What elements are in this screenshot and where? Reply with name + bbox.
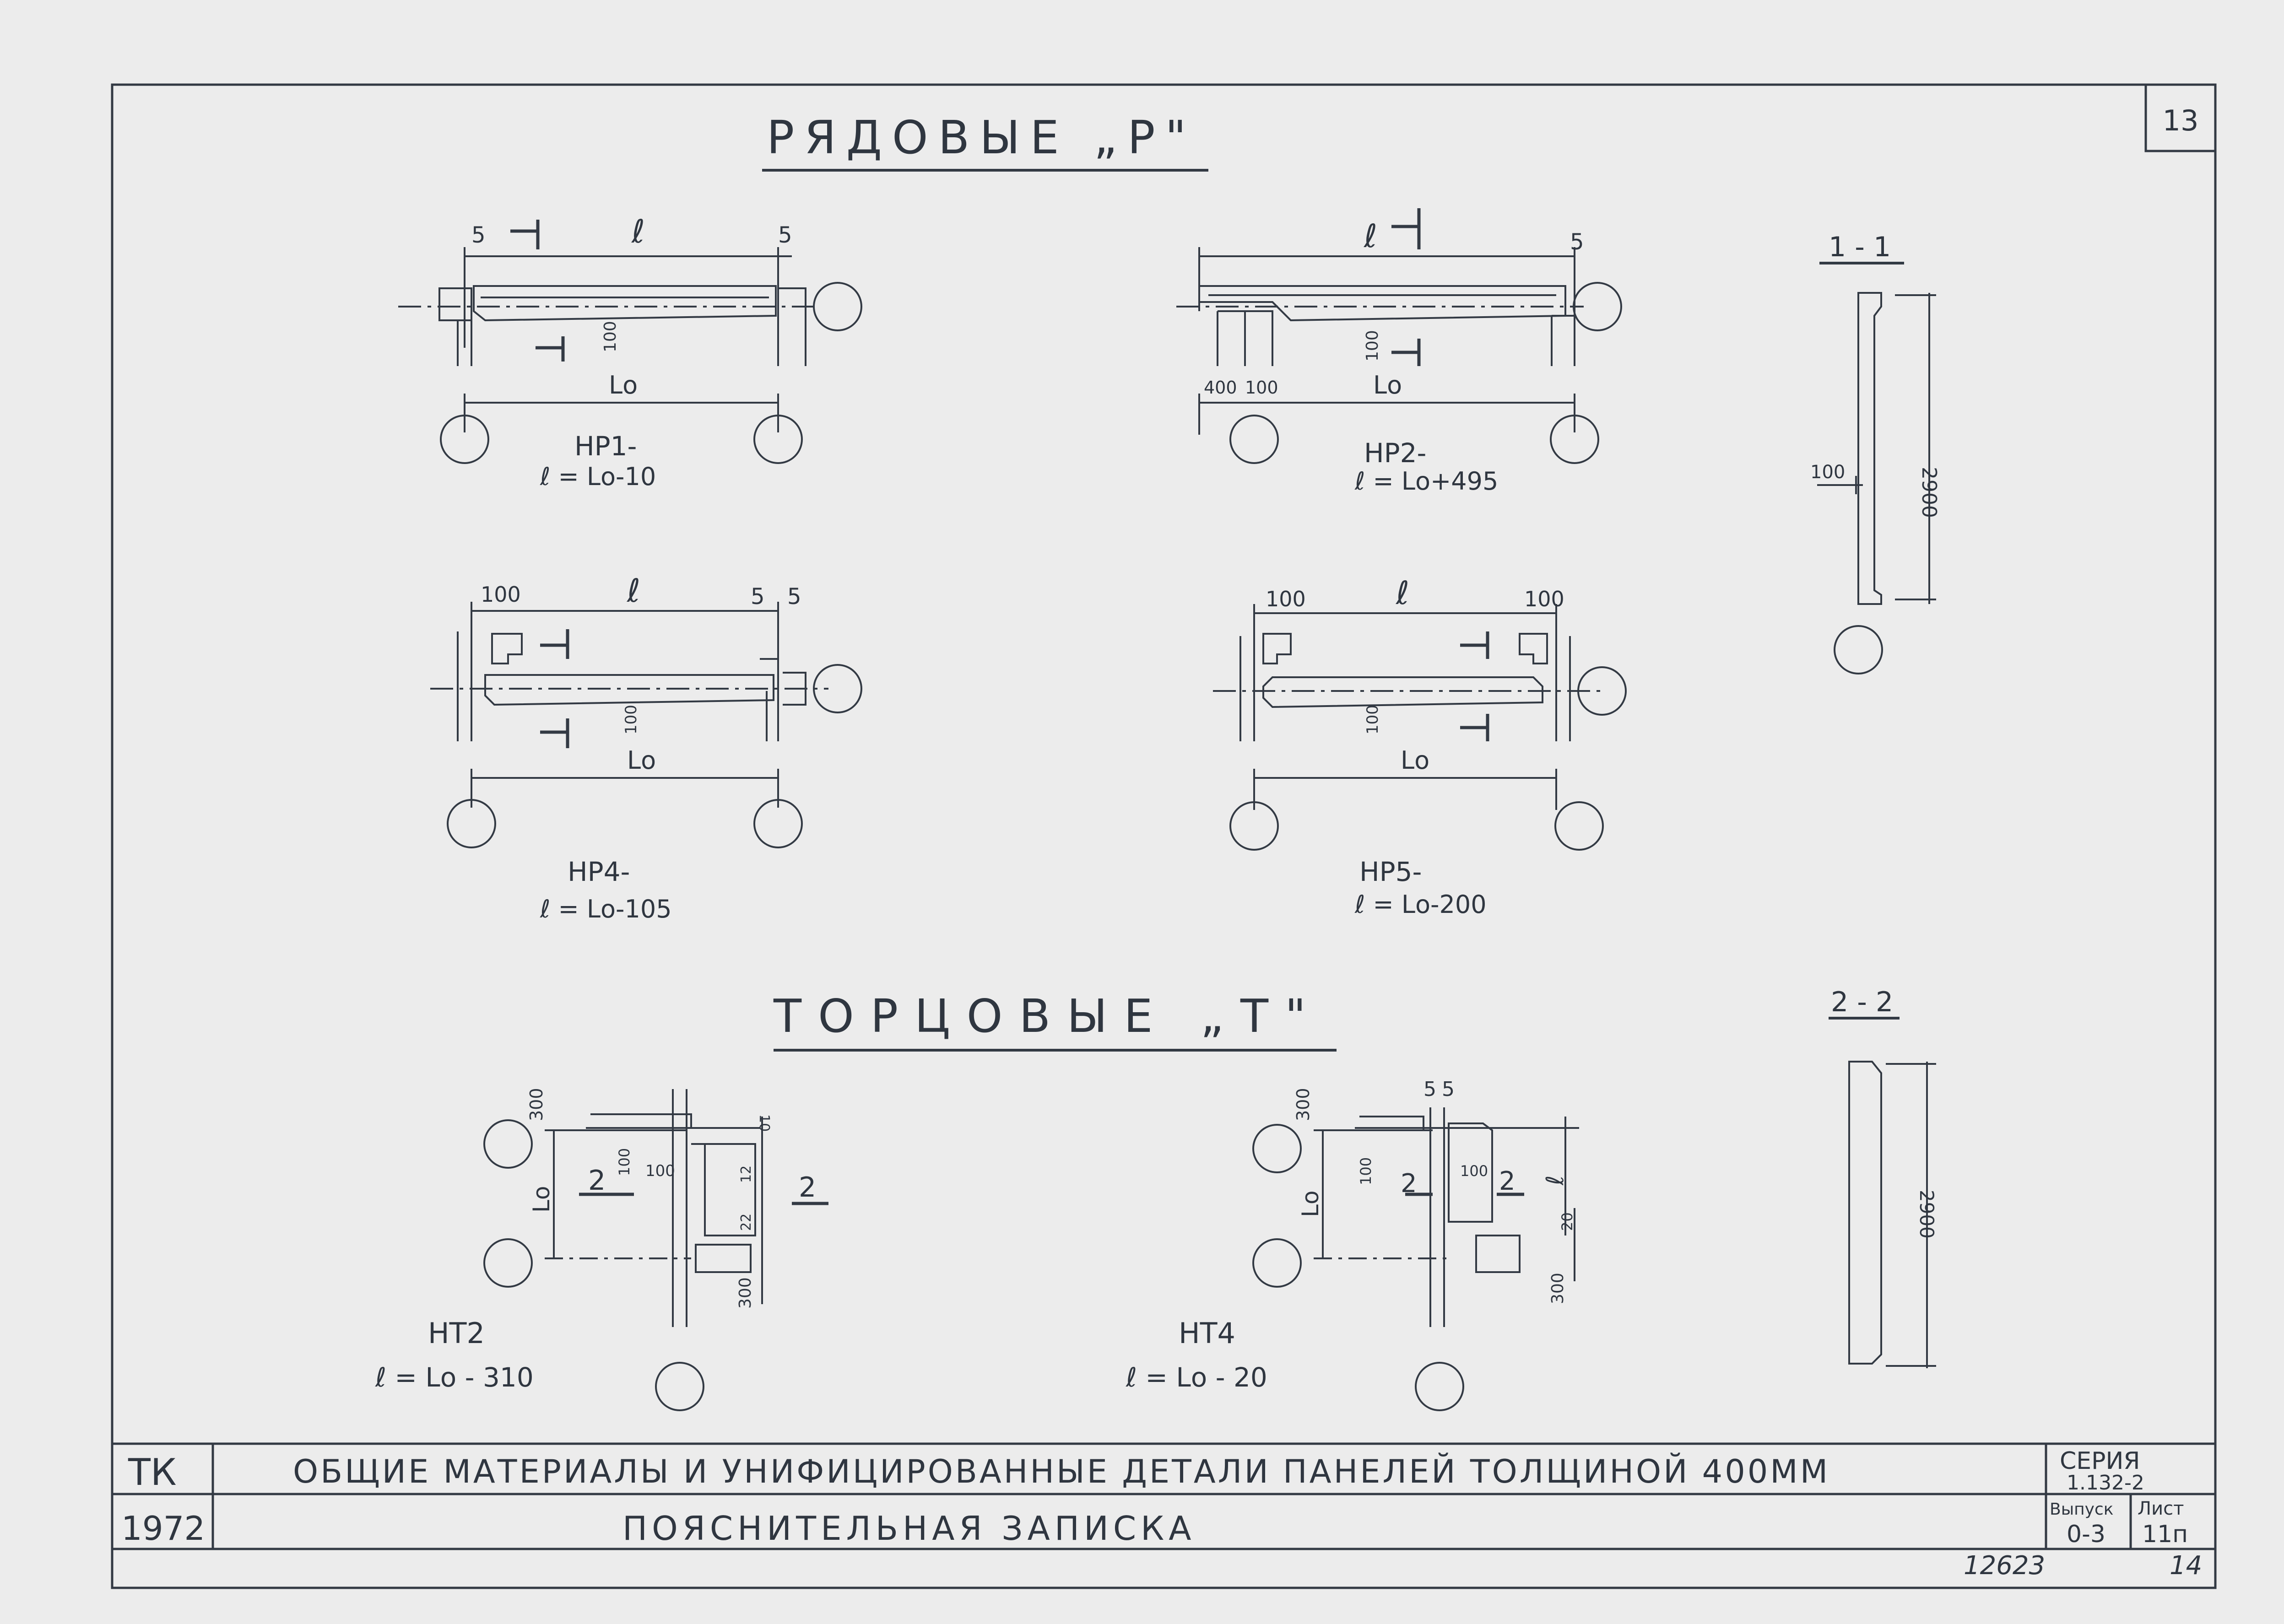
svg-text:100: 100	[645, 1162, 675, 1180]
handwritten-number: 12623	[1964, 1551, 2045, 1581]
hp1-name: НР1-	[574, 431, 637, 462]
svg-text:ℓ: ℓ	[627, 572, 640, 610]
svg-text:2: 2	[588, 1165, 606, 1197]
diagram-hp2: ℓ 5 100 400 100 Lо НР2- ℓ = Lо+495	[1176, 208, 1622, 496]
diagram-ht4: 300 5 5 Lо 100 2 100 2 ℓ 20 300 НТ4 ℓ = …	[1126, 1078, 1579, 1411]
series-value: 1.132-2	[2067, 1471, 2144, 1495]
diagram-ht2: 300 Lо 2 100 100 2 10 12 22 300 НТ2 ℓ = …	[375, 1088, 828, 1411]
ht2-name: НТ2	[428, 1316, 485, 1350]
issue-value: 0-3	[2067, 1521, 2105, 1548]
heading-row-panels: РЯДОВЫЕ „Р"	[767, 111, 1196, 164]
svg-text:10: 10	[756, 1114, 772, 1132]
svg-text:ℓ: ℓ	[1396, 574, 1409, 612]
svg-text:100: 100	[601, 321, 620, 352]
svg-text:Lо: Lо	[627, 746, 656, 775]
svg-text:Lо: Lо	[1373, 371, 1402, 399]
section-2-2: 2 - 2 2900	[1829, 986, 1938, 1368]
svg-text:2: 2	[799, 1171, 816, 1203]
hp2-name: НР2-	[1364, 437, 1426, 469]
svg-text:300: 300	[1293, 1088, 1313, 1121]
svg-text:2900: 2900	[1917, 467, 1941, 518]
svg-text:2: 2	[1401, 1169, 1417, 1198]
hp2-formula: ℓ = Lо+495	[1354, 467, 1498, 496]
svg-text:300: 300	[1548, 1273, 1567, 1304]
ht4-formula: ℓ = Lо - 20	[1126, 1362, 1267, 1393]
svg-text:5: 5	[1442, 1078, 1455, 1101]
svg-text:100: 100	[1810, 462, 1845, 483]
svg-text:ℓ: ℓ	[1364, 217, 1377, 255]
svg-text:ℓ: ℓ	[1542, 1176, 1569, 1186]
svg-text:ℓ: ℓ	[631, 213, 645, 250]
svg-text:Lо: Lо	[1297, 1191, 1324, 1217]
hp5-formula: ℓ = Lо-200	[1354, 890, 1487, 919]
svg-text:100: 100	[1364, 705, 1382, 734]
svg-text:5: 5	[787, 584, 801, 610]
svg-text:5: 5	[1423, 1078, 1436, 1101]
svg-text:100: 100	[616, 1148, 633, 1176]
series-label: СЕРИЯ	[2060, 1447, 2140, 1475]
ht4-name: НТ4	[1179, 1316, 1235, 1350]
svg-text:Lо: Lо	[609, 371, 638, 399]
svg-text:300: 300	[736, 1277, 755, 1309]
svg-text:400: 400	[1204, 378, 1237, 398]
sheet-label: Лист	[2138, 1498, 2184, 1519]
svg-text:300: 300	[526, 1088, 547, 1121]
heading-end-panels: ТОРЦОВЫЕ „Т"	[773, 989, 1322, 1043]
issue-label: Выпуск	[2050, 1500, 2114, 1519]
svg-text:100: 100	[481, 582, 521, 607]
svg-text:Lо: Lо	[1401, 746, 1429, 775]
diagram-hp4: 100 ℓ 5 5 100 Lо НР4- ℓ = Lо-105	[430, 572, 862, 923]
sheet-value: 11п	[2142, 1521, 2188, 1548]
svg-text:5: 5	[1570, 229, 1584, 255]
title-block: ТК 1972 ОБЩИЕ МАТЕРИАЛЫ И УНИФИЦИРОВАННЫ…	[112, 1442, 2215, 1550]
svg-text:5: 5	[471, 222, 486, 248]
page-number: 13	[2163, 104, 2199, 137]
svg-text:100: 100	[1357, 1157, 1375, 1185]
svg-text:2: 2	[1499, 1166, 1515, 1196]
svg-text:20: 20	[1559, 1212, 1576, 1231]
diagram-hp1: 5 ℓ 5 100 Lо НР1- ℓ = Lо-10	[398, 213, 862, 491]
org-code: ТК	[128, 1451, 177, 1494]
document-subtitle: ПОЯСНИТЕЛЬНАЯ ЗАПИСКА	[622, 1509, 1196, 1548]
section-2-2-label: 2 - 2	[1831, 986, 1893, 1018]
document-title: ОБЩИЕ МАТЕРИАЛЫ И УНИФИЦИРОВАННЫЕ ДЕТАЛИ…	[293, 1453, 1830, 1490]
svg-text:100: 100	[1524, 587, 1564, 611]
ht2-formula: ℓ = Lо - 310	[375, 1362, 534, 1393]
svg-text:Lо: Lо	[528, 1186, 555, 1213]
sheet-frame	[111, 83, 2217, 1589]
year: 1972	[121, 1509, 205, 1548]
hp1-formula: ℓ = Lо-10	[540, 462, 656, 491]
svg-text:100: 100	[1245, 378, 1278, 398]
diagram-hp5: 100 ℓ 100 100 Lо НР5- ℓ = Lо-200	[1213, 574, 1627, 919]
section-1-1: 1 - 1 2900 100	[1810, 231, 1941, 674]
svg-text:12: 12	[738, 1165, 754, 1183]
svg-text:100: 100	[1363, 330, 1382, 361]
svg-text:2900: 2900	[1916, 1190, 1938, 1239]
hp4-formula: ℓ = Lо-105	[540, 895, 672, 923]
svg-text:5: 5	[751, 584, 765, 610]
handwritten-page: 14	[2170, 1551, 2202, 1581]
svg-text:5: 5	[778, 222, 792, 248]
hp5-name: НР5-	[1359, 856, 1422, 887]
svg-text:100: 100	[1460, 1162, 1488, 1180]
svg-text:100: 100	[1266, 587, 1306, 611]
hp4-name: НР4-	[568, 856, 630, 887]
svg-text:22: 22	[738, 1214, 754, 1231]
svg-text:100: 100	[622, 705, 640, 734]
section-1-1-label: 1 - 1	[1829, 231, 1891, 263]
